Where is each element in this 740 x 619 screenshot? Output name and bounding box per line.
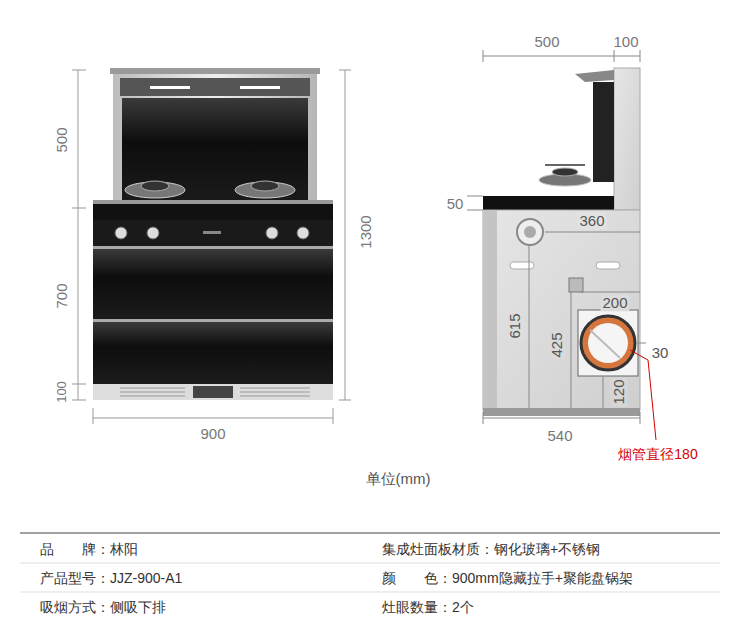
- dimension-value: 100: [55, 379, 70, 405]
- callout-note: 烟管直径180: [616, 446, 699, 462]
- dimension-value: 615: [506, 311, 523, 340]
- stove-side: [483, 68, 640, 416]
- stove-front: [93, 68, 333, 400]
- dimension-value: 200: [600, 294, 629, 311]
- table-cell: 灶眼数量：2个: [380, 599, 476, 615]
- dimension-value: 1300: [357, 213, 374, 250]
- dimension-value: 360: [577, 212, 606, 229]
- table-cell: 产品型号：JJZ-900-A1: [38, 570, 184, 586]
- dimension-value: 540: [545, 427, 574, 444]
- dimension-value: 500: [53, 125, 70, 154]
- dimension-value: 100: [611, 33, 640, 50]
- dimension-value: 500: [532, 33, 561, 50]
- dimension-value: 700: [53, 281, 70, 310]
- table-rules: [20, 533, 720, 592]
- dimension-value: 30: [650, 344, 671, 361]
- dimension-value: 900: [198, 425, 227, 442]
- dimension-value: 120: [610, 377, 627, 406]
- dimension-lines: [467, 50, 646, 424]
- dimension-lines: [72, 70, 351, 424]
- table-cell: 吸烟方式：侧吸下排: [38, 599, 168, 615]
- table-cell: 集成灶面板材质：钢化玻璃+不锈钢: [380, 541, 602, 557]
- dimension-value: 50: [445, 195, 466, 212]
- table-cell: 颜 色：900mm隐藏拉手+聚能盘锅架: [380, 570, 635, 586]
- unit-note: 单位(mm): [364, 470, 433, 487]
- table-cell: 品 牌：林阳: [38, 541, 140, 557]
- dimension-value: 425: [548, 330, 565, 359]
- leader-line: [630, 350, 656, 440]
